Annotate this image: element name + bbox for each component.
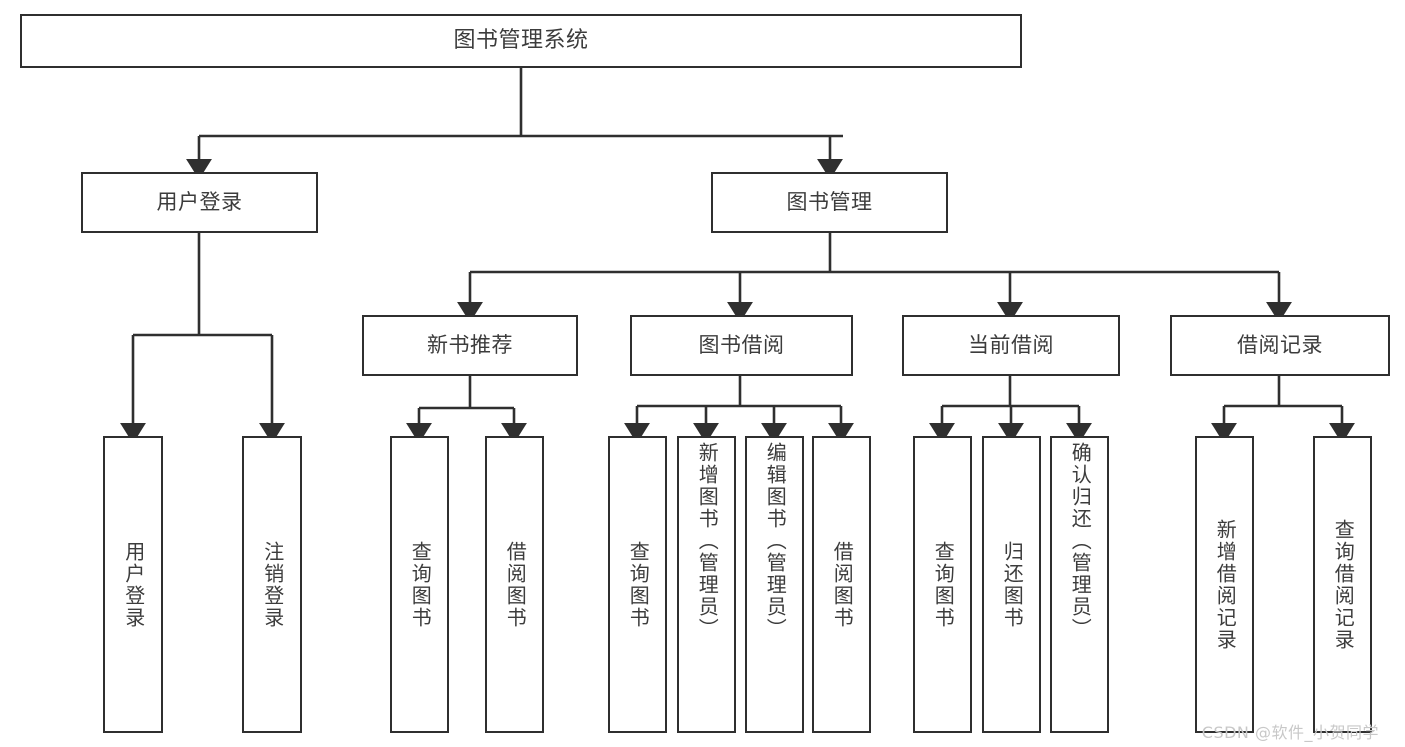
leaf-inner: 新增借阅记录 (1213, 438, 1238, 731)
leaf-inner: 查询图书 (931, 438, 956, 731)
leaf-inner: 新增图书（管理员） (695, 438, 720, 735)
node-leaf-borrow-book-rec-label: 借阅图书 (503, 540, 528, 629)
leaf-inner: 确认归还（管理员） (1068, 438, 1093, 735)
node-leaf-borrow-book-rec[interactable]: 借阅图书 (485, 436, 544, 733)
node-leaf-return-book-label: 归还图书 (1000, 540, 1025, 629)
node-leaf-logout-label: 注销登录 (260, 540, 285, 629)
node-leaf-add-book-admin[interactable]: 新增图书（管理员） (677, 436, 736, 733)
node-leaf-query-book-rec-label: 查询图书 (408, 540, 433, 629)
node-leaf-query-book-borrow[interactable]: 查询图书 (608, 436, 667, 733)
node-leaf-return-book[interactable]: 归还图书 (982, 436, 1041, 733)
node-leaf-query-book-rec[interactable]: 查询图书 (390, 436, 449, 733)
node-leaf-query-book-current[interactable]: 查询图书 (913, 436, 972, 733)
node-leaf-borrow-book-label: 借阅图书 (830, 540, 855, 629)
node-current-borrow[interactable]: 当前借阅 (902, 315, 1120, 376)
node-leaf-user-login-label: 用户登录 (121, 540, 146, 629)
node-user-login-label: 用户登录 (156, 190, 243, 215)
node-leaf-edit-book-admin[interactable]: 编辑图书（管理员） (745, 436, 804, 733)
node-leaf-query-book-current-label: 查询图书 (931, 540, 956, 629)
leaf-inner: 注销登录 (260, 438, 285, 731)
leaf-inner: 用户登录 (121, 438, 146, 731)
leaf-inner: 借阅图书 (503, 438, 528, 731)
leaf-inner: 查询借阅记录 (1331, 438, 1356, 731)
node-leaf-edit-book-admin-label: 编辑图书（管理员） (763, 442, 788, 640)
node-book-borrow[interactable]: 图书借阅 (630, 315, 853, 376)
node-leaf-user-login[interactable]: 用户登录 (103, 436, 163, 733)
node-book-manage[interactable]: 图书管理 (711, 172, 948, 233)
node-book-manage-label: 图书管理 (786, 190, 873, 215)
node-leaf-logout[interactable]: 注销登录 (242, 436, 302, 733)
node-current-borrow-label: 当前借阅 (968, 333, 1054, 358)
node-leaf-query-borrow-record[interactable]: 查询借阅记录 (1313, 436, 1372, 733)
node-leaf-add-borrow-record[interactable]: 新增借阅记录 (1195, 436, 1254, 733)
leaf-inner: 编辑图书（管理员） (763, 438, 788, 735)
node-root-label: 图书管理系统 (453, 28, 589, 54)
watermark: CSDN @软件_小贺同学 (1201, 723, 1379, 742)
leaf-inner: 查询图书 (626, 438, 651, 731)
node-new-book-rec-label: 新书推荐 (427, 333, 513, 358)
node-leaf-add-borrow-record-label: 新增借阅记录 (1213, 518, 1238, 651)
node-leaf-query-borrow-record-label: 查询借阅记录 (1331, 518, 1356, 651)
leaf-inner: 借阅图书 (830, 438, 855, 731)
node-leaf-add-book-admin-label: 新增图书（管理员） (695, 442, 720, 640)
node-leaf-borrow-book[interactable]: 借阅图书 (812, 436, 871, 733)
node-borrow-record-label: 借阅记录 (1237, 333, 1323, 358)
leaf-inner: 查询图书 (408, 438, 433, 731)
node-new-book-rec[interactable]: 新书推荐 (362, 315, 578, 376)
node-borrow-record[interactable]: 借阅记录 (1170, 315, 1390, 376)
node-leaf-query-book-borrow-label: 查询图书 (626, 540, 651, 629)
leaf-inner: 归还图书 (1000, 438, 1025, 731)
node-root[interactable]: 图书管理系统 (20, 14, 1022, 68)
node-leaf-confirm-return-admin-label: 确认归还（管理员） (1068, 442, 1093, 640)
node-book-borrow-label: 图书借阅 (698, 333, 785, 358)
node-leaf-confirm-return-admin[interactable]: 确认归还（管理员） (1050, 436, 1109, 733)
node-user-login[interactable]: 用户登录 (81, 172, 318, 233)
